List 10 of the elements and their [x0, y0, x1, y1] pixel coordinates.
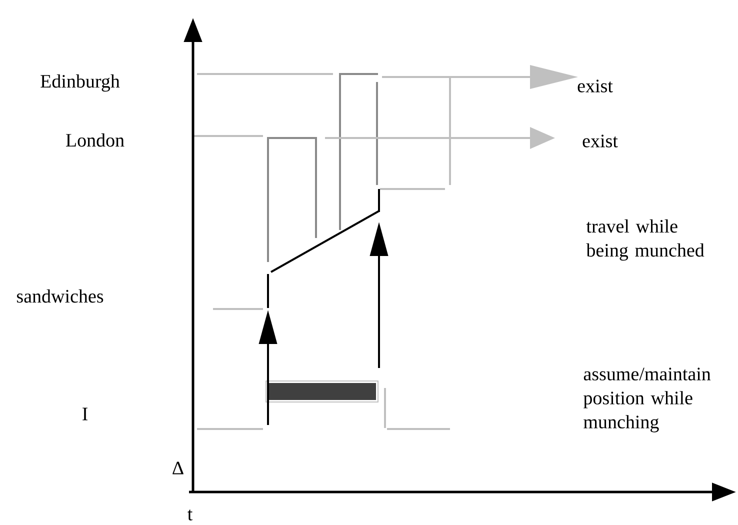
annotation-text: travel while being munched [586, 219, 704, 261]
state-label: exist [578, 80, 613, 92]
axis-label: Δ [172, 462, 184, 474]
row-label: London [66, 133, 124, 147]
row-label: sandwiches [17, 289, 104, 303]
state-label: exist [582, 134, 618, 148]
axis-label: t [188, 510, 193, 520]
row-label: I [82, 408, 88, 420]
annotation-text: assume/maintain position while munching [584, 368, 711, 432]
row-label: Edinburgh [40, 74, 120, 92]
